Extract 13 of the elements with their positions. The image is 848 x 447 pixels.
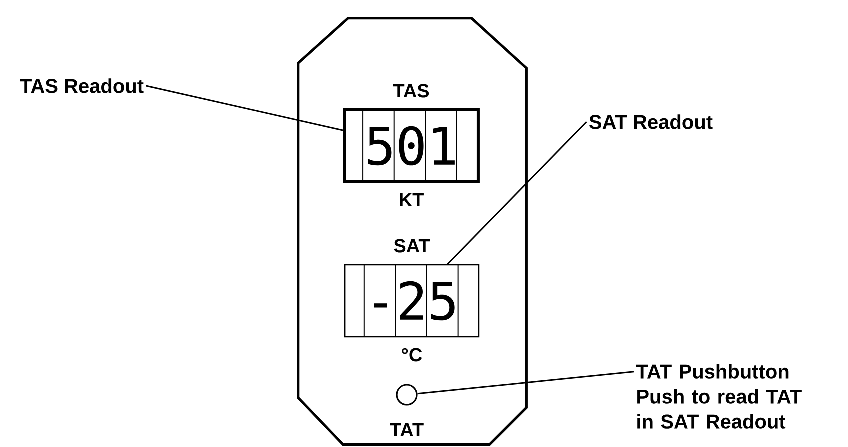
display-label: TAS xyxy=(393,84,430,98)
leader-line xyxy=(447,121,588,265)
leader-line xyxy=(418,371,634,395)
callout-text: TAS Readout xyxy=(20,78,144,94)
display-label: KT xyxy=(400,193,424,207)
instrument-panel xyxy=(297,17,528,446)
pushbutton xyxy=(396,384,418,406)
display-label: TAT xyxy=(390,423,424,437)
callout-text: SAT Readout xyxy=(590,114,713,130)
display-label: °C xyxy=(402,348,422,362)
display-label: SAT xyxy=(394,239,430,253)
callout-text: TAT Pushbutton Push to read TAT in SAT Readout xyxy=(636,364,802,429)
leader-line xyxy=(146,85,344,132)
